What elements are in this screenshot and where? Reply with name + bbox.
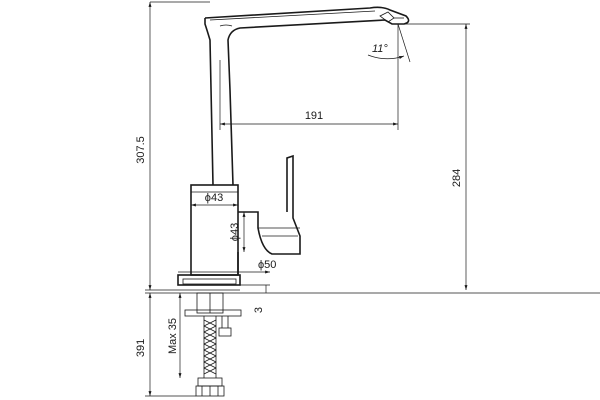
base-thickness-label: 3 — [253, 307, 265, 313]
handle-diameter-label: ϕ43 — [229, 223, 241, 241]
spout-reach-label: 191 — [305, 110, 323, 122]
spout-angle-label: 11° — [372, 43, 388, 55]
body-diameter-label: ϕ43 — [205, 192, 223, 204]
hose-length-label: 391 — [135, 339, 147, 357]
spout-height-label: 284 — [451, 169, 463, 187]
max-counter-label: Max 35 — [167, 318, 179, 354]
faucet-outline — [145, 6, 600, 397]
braided-hose — [195, 316, 232, 397]
overall-height-label: 307.5 — [135, 136, 147, 164]
dimension-lines — [145, 1, 470, 397]
base-diameter-label: ϕ50 — [258, 259, 276, 271]
